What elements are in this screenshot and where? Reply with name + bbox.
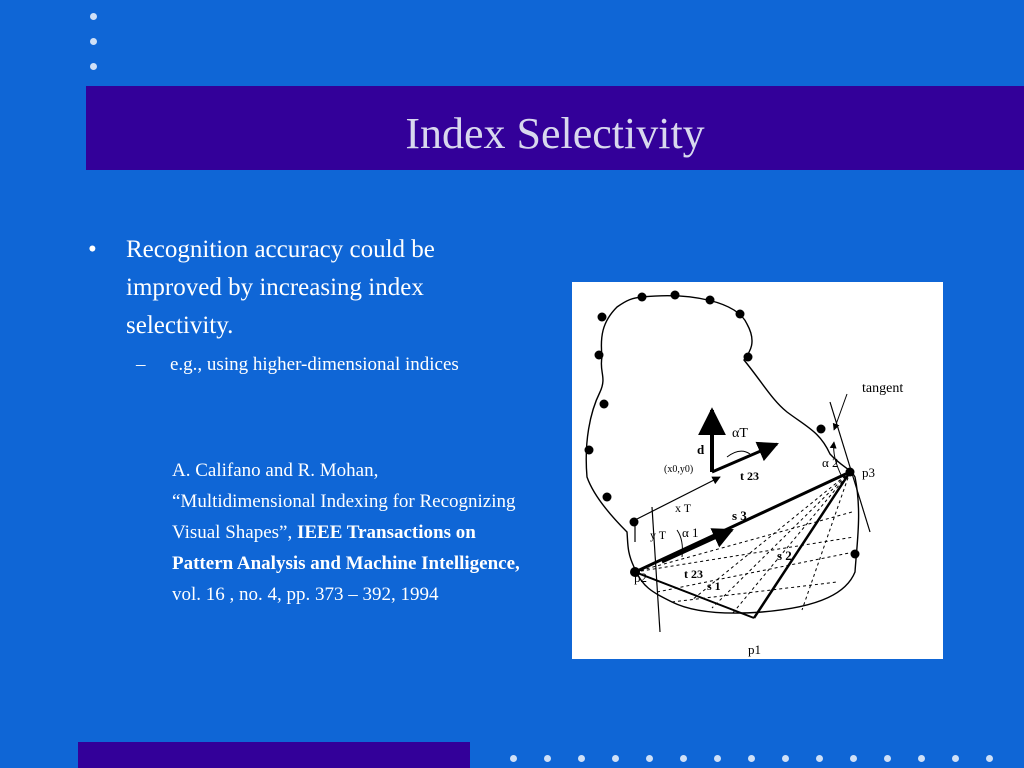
footer-bar [78,742,470,768]
bullet-level-1: • Recognition accuracy could be improved… [88,231,508,345]
decor-dot [952,755,959,762]
decor-dot [714,755,721,762]
decor-dot [510,755,517,762]
slide-title: Index Selectivity [405,109,705,158]
decor-dot [612,755,619,762]
decor-dot [544,755,551,762]
label-x0y0: (x0,y0) [664,464,693,475]
citation-title: “Multidimensional Indexing for Recognizi… [172,491,516,543]
decor-dot [578,755,585,762]
dashed-chords [634,471,855,615]
sub-bullet-mark: – [136,354,146,375]
label-alpha2: α 2 [822,455,839,470]
label-t23-top: t 23 [740,469,759,483]
tangent-at-p2 [651,506,661,633]
label-d: d [697,442,705,457]
citation-details: vol. 16 , no. 4, pp. 373 – 392, 1994 [172,584,439,605]
tangent-pointer [832,393,848,431]
decor-dot [884,755,891,762]
label-alpha-t: αT [732,426,748,441]
title-bar: Index Selectivity [86,86,1024,170]
shape-diagram-svg: tangent p1 p2 p3 d (x0,y0) αT t 23 α 2 x… [584,290,903,657]
decor-dot [680,755,687,762]
bullet-level-2: – e.g., using higher-dimensional indices [136,350,506,379]
label-t23-bottom: t 23 [684,567,703,581]
x-axis-arrow [634,476,721,521]
citation: A. Califano and R. Mohan, “Multidimensio… [164,455,522,610]
label-p2: p2 [634,570,647,585]
decor-dot [90,63,97,70]
edge-s1 [634,571,755,619]
label-yt: y T [650,528,667,542]
decor-dot [918,755,925,762]
t23-top-arrow [711,441,779,474]
alpha2-arc [829,441,843,478]
alpha1-arc [676,529,683,558]
label-tangent: tangent [862,381,903,396]
decor-dot [850,755,857,762]
decor-dot [986,755,993,762]
bullet-mark: • [88,236,97,263]
label-s1: s 1 [707,579,721,593]
decor-dot [90,38,97,45]
decor-dot [90,13,97,20]
decor-dot [782,755,789,762]
citation-authors: A. Califano and R. Mohan, [172,460,379,481]
decor-dot [816,755,823,762]
bullet-text: Recognition accuracy could be improved b… [126,236,435,339]
citation-journal: IEEE Transactions on Pattern Analysis an… [172,522,520,574]
edge-s3 [634,470,851,574]
t23-bottom-arrow [661,528,734,564]
sub-bullet-text: e.g., using higher-dimensional indices [170,354,459,375]
label-alpha1: α 1 [682,525,699,540]
label-s3: s 3 [732,508,747,523]
decor-dot [748,755,755,762]
label-p1: p1 [748,642,761,657]
alpha-t-arc [726,450,751,458]
label-p3: p3 [862,465,875,480]
decor-dot [646,755,653,762]
label-s2: s 2 [777,548,792,563]
label-xt: x T [675,501,692,515]
figure-diagram: tangent p1 p2 p3 d (x0,y0) αT t 23 α 2 x… [572,282,943,659]
